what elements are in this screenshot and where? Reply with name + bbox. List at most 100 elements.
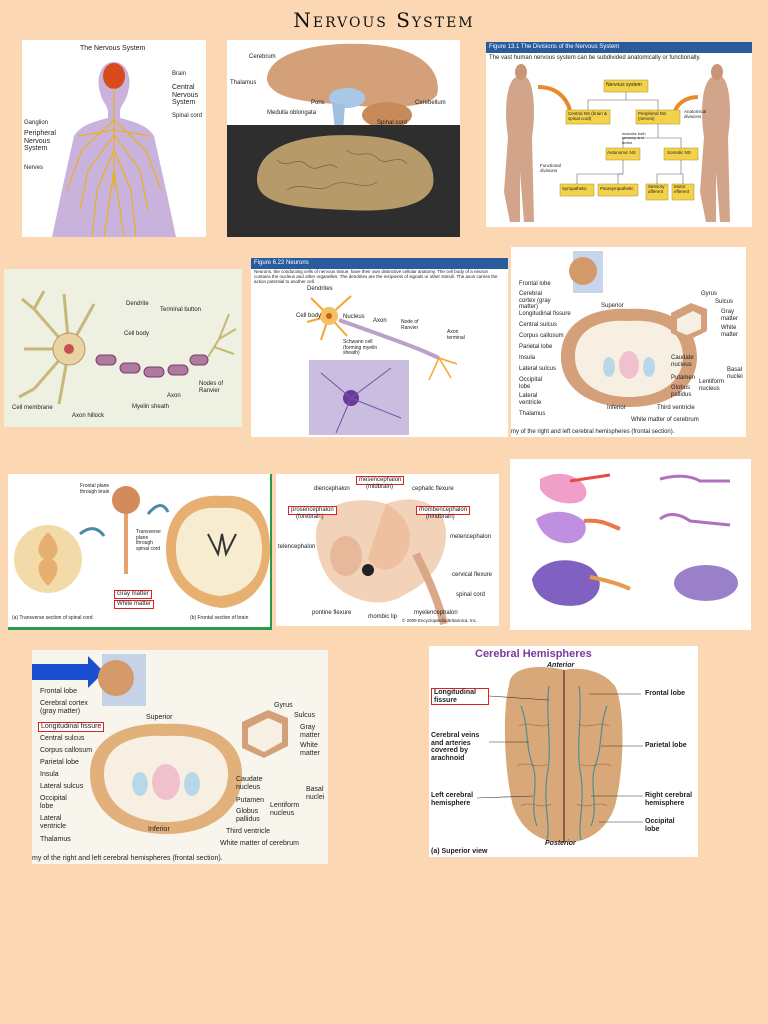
label-prosencephalon: prosencephalon	[288, 506, 337, 515]
neuron-illustration	[18, 290, 237, 405]
label-frontal-plane: Frontal plane through brain	[80, 483, 110, 495]
label-parietal-lobe: Parietal lobe	[519, 344, 553, 350]
box-central: Central NS (brain & spinal cord)	[568, 111, 608, 121]
label-diencephalon: diencephalon	[314, 486, 350, 492]
box-peripheral: Peripheral NS (nerves)	[638, 111, 667, 121]
label-parietal-lobe: Parietal lobe	[645, 742, 687, 749]
frontal-section-illustration	[561, 251, 707, 407]
label-insula: Insula	[519, 355, 536, 361]
label-terminal-button: Terminal button	[160, 307, 202, 313]
label-corpus-callosum: Corpus callosum	[519, 333, 564, 339]
cerebral-hemispheres-figure: Cerebral Hemispheres Anterior Longitudin…	[429, 646, 698, 857]
label-central-sulcus: Central sulcus	[519, 322, 558, 328]
label-rhombencephalon: rhombencephalon	[416, 506, 471, 515]
label-white-matter: White matter	[721, 325, 739, 338]
label-cervical-flexure: cervical flexure	[452, 572, 493, 578]
body-silhouette-illustration	[52, 62, 176, 237]
box-somatic: Somatic NS	[667, 150, 691, 155]
label-myelin-sheath: Myelin sheath	[132, 404, 170, 410]
label-inferior: Inferior	[607, 405, 626, 411]
label-anatomical: Anatomical divisions	[684, 109, 707, 119]
neuron-figure: Dendrite Terminal button Cell body Nodes…	[4, 269, 242, 427]
figure-title: The Nervous System	[80, 45, 146, 52]
label-forebrain: (forebrain)	[296, 514, 324, 520]
label-spinal-cord: spinal cord	[456, 592, 486, 598]
box-parasympathetic: Parasympathetic	[600, 186, 634, 191]
label-right-hemisphere: Right cerebral hemisphere	[645, 792, 693, 807]
embryonic-brain-figure: mesencephalon (midbrain) diencephalon ce…	[276, 474, 499, 626]
label-dendrite: Dendrite	[126, 301, 149, 307]
label-putamen: Putamen	[236, 797, 265, 804]
figure-title: Cerebral Hemispheres	[475, 648, 592, 660]
neuron-diagram	[306, 295, 458, 435]
label-lateral-ventricle: Lateral ventricle	[519, 393, 542, 406]
label-superior: Superior	[601, 303, 624, 309]
figure-caption: (a) Superior view	[431, 848, 488, 855]
label-nerves: Nerves	[24, 165, 44, 171]
label-white-matter: White matter	[300, 742, 320, 757]
label-mesencephalon: mesencephalon	[356, 476, 405, 485]
label-sulcus: Sulcus	[294, 712, 316, 719]
label-transverse-plane: Transverse plane through spinal cord	[136, 529, 161, 552]
frontal-section-figure-1: Frontal lobe Cerebral cortex (gray matte…	[511, 247, 746, 437]
caption-b: (b) Frontal section of brain	[190, 615, 249, 621]
label-frontal-lobe: Frontal lobe	[519, 281, 551, 287]
label-gyrus: Gyrus	[274, 702, 293, 709]
label-cerebral-cortex: Cerebral cortex (gray matter)	[40, 700, 88, 715]
box-sensory: Sensory afferent	[648, 184, 665, 194]
label-central-sulcus: Central sulcus	[40, 735, 85, 742]
label-brain: Brain	[172, 71, 187, 77]
label-superior: Superior	[146, 714, 173, 721]
label-hindbrain: (hindbrain)	[426, 514, 455, 520]
label-gray-matter: Gray matter	[114, 590, 152, 599]
label-functional: Functional divisions	[540, 163, 561, 173]
label-globus-pallidus: Globus pallidus	[671, 385, 692, 398]
label-dendrites: Dendrites	[307, 286, 333, 292]
label-cell-body: Cell body	[124, 331, 150, 337]
label-caudate-nucleus: Caudate nucleus	[671, 355, 694, 368]
label-insula: Insula	[40, 771, 59, 778]
figure-intro: The vast human nervous system can be sub…	[489, 55, 701, 61]
embryonic-brain-illustration	[316, 499, 448, 626]
label-basal-nuclei: Basal nuclei	[727, 367, 743, 380]
neurons-detail-figure: Figure 6.22 Neurons Neurons, the conduct…	[251, 258, 508, 437]
label-includes: includes both sensory and motor	[622, 131, 646, 145]
label-occipital-lobe: Occipital lobe	[645, 818, 675, 833]
label-gray-matter: Gray matter	[721, 309, 739, 322]
label-nucleus: Nucleus	[343, 314, 365, 320]
label-left-hemisphere: Left cerebral hemisphere	[431, 792, 474, 807]
figure-description: Neurons, the conducting cells of nervous…	[254, 269, 498, 284]
label-caudate-nucleus: Caudate nucleus	[236, 776, 263, 791]
caption-a: (a) Transverse section of spinal cord	[12, 615, 93, 621]
label-medulla: Medulla oblongata	[267, 110, 317, 116]
label-nodes-ranvier: Nodes of Ranvier	[199, 381, 224, 394]
label-axon-terminal: Axon terminal	[447, 329, 465, 341]
label-sulcus: Sulcus	[715, 299, 734, 305]
label-white-cerebrum: White matter of cerebrum	[220, 840, 299, 847]
label-spinal-cord: Spinal cord	[377, 120, 408, 126]
label-metencephalon: metencephalon	[450, 534, 492, 540]
label-anterior: Anterior	[547, 662, 575, 669]
label-telencephalon: telencephalon	[278, 544, 316, 550]
label-cerebrum: Cerebrum	[249, 54, 276, 60]
box-motor: Motor efferent	[674, 184, 690, 194]
label-ganglion: Ganglion	[24, 120, 49, 126]
figure-header: Figure 13.1 The Divisions of the Nervous…	[486, 42, 752, 53]
figure-caption: my of the right and left cerebral hemisp…	[511, 429, 675, 435]
label-cerebral-cortex: Cerebral cortex (gray matter)	[519, 291, 551, 311]
copyright: © 2009 Encyclopædia Britannica, Inc.	[402, 618, 478, 623]
brain-development-figure	[510, 459, 751, 630]
label-longitudinal-fissure: Longitudinal fissure	[38, 722, 105, 732]
label-spinal-cord: Spinal cord	[172, 113, 203, 119]
figure-caption: my of the right and left cerebral hemisp…	[32, 855, 223, 862]
label-third-ventricle: Third ventricle	[226, 828, 270, 835]
label-pns: Peripheral Nervous System	[24, 130, 56, 153]
label-cell-body: Cell body	[296, 313, 322, 319]
label-putamen: Putamen	[671, 375, 696, 381]
label-gray-matter: Gray matter	[300, 724, 320, 739]
label-inferior: Inferior	[148, 826, 170, 833]
hemispheres-illustration	[476, 667, 643, 843]
box-autonomic: Autonomic NS	[607, 150, 636, 155]
label-axon: Axon	[167, 393, 181, 399]
box-nervous-system: Nervous system	[606, 82, 642, 88]
